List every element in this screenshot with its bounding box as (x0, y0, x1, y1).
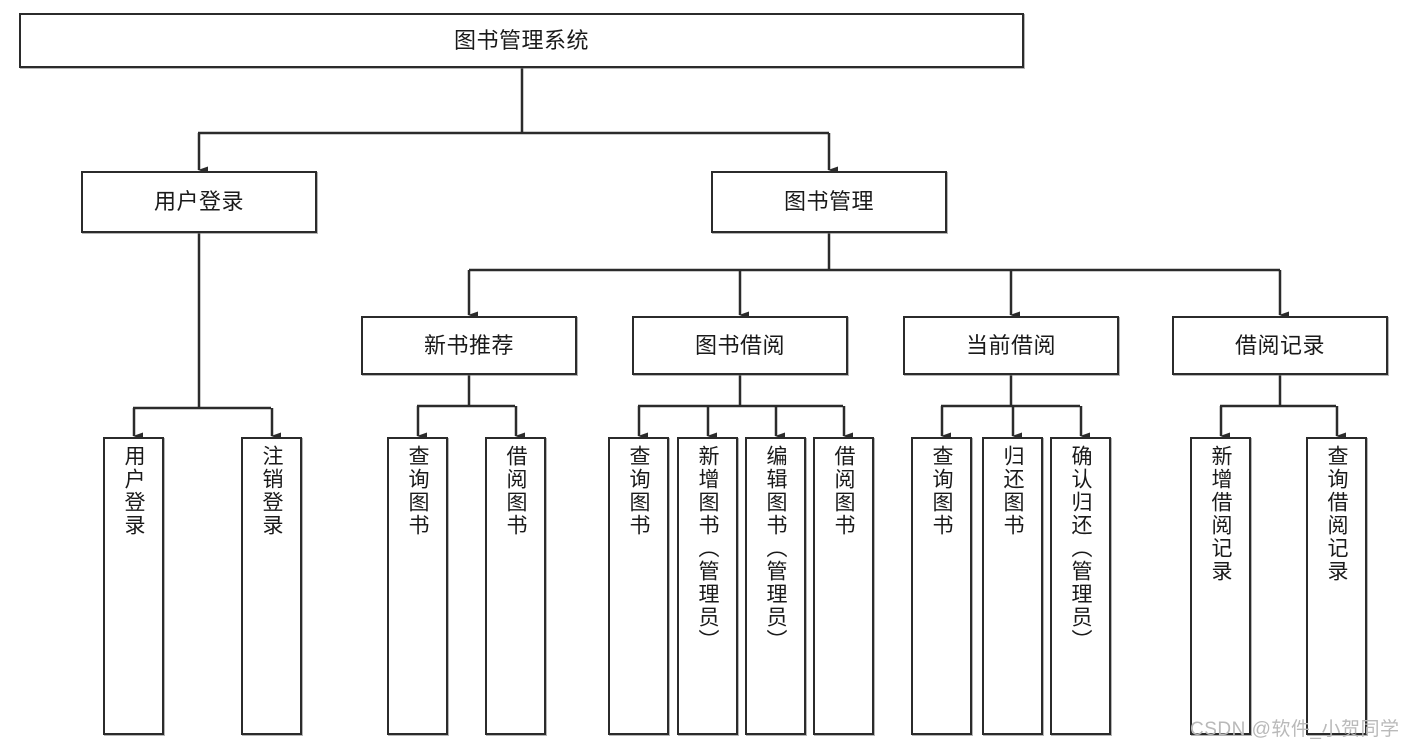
node-leaf-query-book-2[interactable]: 查询图书 (608, 437, 669, 735)
node-label: 新增借阅记录 (1209, 445, 1232, 583)
node-leaf-add-book[interactable]: 新增图书（管理员） (677, 437, 738, 735)
node-label: 归还图书 (1001, 445, 1024, 537)
node-label: 注销登录 (260, 445, 283, 537)
node-leaf-return-book[interactable]: 归还图书 (982, 437, 1043, 735)
watermark: CSDN @软件_小贺同学 (1190, 719, 1400, 740)
node-leaf-user-login[interactable]: 用户登录 (103, 437, 164, 735)
node-label: 借阅记录 (1234, 332, 1325, 358)
node-label: 新书推荐 (423, 332, 514, 358)
node-label: 查询图书 (406, 445, 429, 537)
node-borrow[interactable]: 图书借阅 (632, 316, 848, 375)
node-label: 确认归还（管理员） (1069, 445, 1092, 652)
node-label: 借阅图书 (504, 445, 527, 537)
node-leaf-query-book-3[interactable]: 查询图书 (911, 437, 972, 735)
node-label: 借阅图书 (832, 445, 855, 537)
node-leaf-add-record[interactable]: 新增借阅记录 (1190, 437, 1251, 735)
node-login[interactable]: 用户登录 (81, 171, 317, 233)
node-label: 查询图书 (930, 445, 953, 537)
node-current[interactable]: 当前借阅 (903, 316, 1119, 375)
node-label: 图书管理系统 (453, 27, 589, 53)
node-label: 当前借阅 (965, 332, 1056, 358)
node-leaf-edit-book[interactable]: 编辑图书（管理员） (745, 437, 806, 735)
node-label: 新增图书（管理员） (696, 445, 719, 652)
connector-lines (132, 68, 1346, 440)
node-leaf-query-book-1[interactable]: 查询图书 (387, 437, 448, 735)
node-newbook[interactable]: 新书推荐 (361, 316, 577, 375)
node-label: 查询借阅记录 (1325, 445, 1348, 583)
node-leaf-borrow-book-1[interactable]: 借阅图书 (485, 437, 546, 735)
node-label: 图书借阅 (694, 332, 785, 358)
node-leaf-confirm-return[interactable]: 确认归还（管理员） (1050, 437, 1111, 735)
node-root[interactable]: 图书管理系统 (19, 13, 1024, 68)
node-label: 图书管理 (783, 189, 874, 215)
node-leaf-borrow-book-2[interactable]: 借阅图书 (813, 437, 874, 735)
node-label: 查询图书 (627, 445, 650, 537)
node-bookmgmt[interactable]: 图书管理 (711, 171, 947, 233)
node-label: 编辑图书（管理员） (764, 445, 787, 652)
node-leaf-query-record[interactable]: 查询借阅记录 (1306, 437, 1367, 735)
node-label: 用户登录 (122, 445, 145, 537)
node-records[interactable]: 借阅记录 (1172, 316, 1388, 375)
node-leaf-logout[interactable]: 注销登录 (241, 437, 302, 735)
node-label: 用户登录 (153, 189, 244, 215)
